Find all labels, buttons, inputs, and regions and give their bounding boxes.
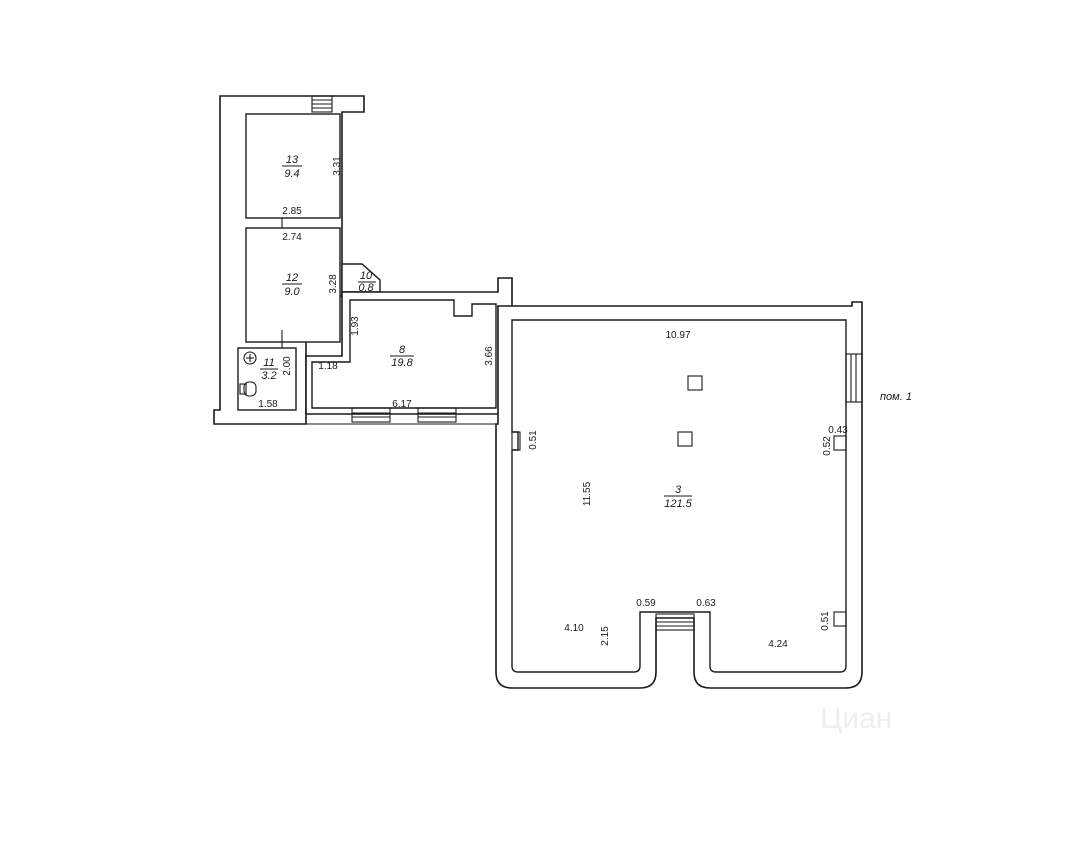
- pilaster-left: [511, 431, 521, 451]
- pilaster-upper-right: [833, 435, 847, 451]
- toilet-fixture: [243, 381, 257, 397]
- room-label-12: 12 9.0: [282, 272, 302, 298]
- room-number: 10: [360, 270, 373, 282]
- dim-11-height: 2.00: [282, 356, 293, 376]
- room-number: 8: [399, 344, 406, 356]
- sink-fixture: [243, 351, 257, 365]
- stair-top: [311, 95, 333, 113]
- dim-3-door-left: 0.59: [636, 598, 656, 609]
- room-area: 9.4: [284, 168, 299, 180]
- dim-3-bottom-left-width: 4.10: [564, 623, 584, 634]
- premises-label: пом. 1: [880, 391, 912, 403]
- room-8-window-left: [351, 407, 391, 423]
- watermark-text: Циан: [820, 702, 892, 735]
- room-8-window-right: [417, 407, 457, 423]
- dim-13-height: 3.31: [332, 156, 343, 176]
- dim-8-width: 6.17: [392, 399, 412, 410]
- room-area: 0.8: [358, 282, 374, 294]
- dim-3-right-pillar-w: 0.43: [828, 425, 848, 436]
- room-number: 13: [286, 154, 299, 166]
- dim-13-width: 2.85: [282, 206, 302, 217]
- dim-3-door-right: 0.63: [696, 598, 716, 609]
- pilaster-lower-right: [833, 611, 847, 627]
- dim-3-bottom-right-width: 4.24: [768, 639, 788, 650]
- room-area: 19.8: [391, 357, 413, 369]
- room-3-entrance-door: [655, 613, 695, 631]
- room-number: 12: [286, 272, 298, 284]
- room-12-outline: [245, 227, 341, 343]
- room-number: 11: [263, 357, 274, 369]
- room-area: 9.0: [284, 286, 300, 298]
- room-label-3: 3 121.5: [664, 484, 693, 510]
- room-area: 121.5: [664, 498, 692, 510]
- dim-3-right-pillar-h: 0.52: [822, 436, 833, 456]
- dim-3-left-height: 11.55: [582, 481, 593, 506]
- dim-11-width: 1.58: [258, 399, 278, 410]
- room-3-window-right: [845, 353, 863, 403]
- room-10-outline: [341, 263, 381, 293]
- dim-3-left-niche: 0.51: [528, 430, 539, 450]
- column-1: [687, 375, 703, 391]
- room-label-11: 11 3.2: [260, 357, 278, 382]
- room-8-outline: [311, 299, 497, 409]
- column-2: [677, 431, 693, 447]
- room-label-8: 8 19.8: [390, 344, 414, 369]
- room-label-13: 13 9.4: [282, 154, 302, 180]
- dim-8-right-height: 3.66: [484, 346, 495, 366]
- dim-12-width: 2.74: [282, 232, 302, 243]
- room-area: 3.2: [261, 370, 276, 382]
- room-label-10: 10 0.8: [358, 270, 376, 294]
- dim-8-left-height: 1.93: [350, 316, 361, 336]
- dim-3-bottom-left-height: 2.15: [600, 626, 611, 646]
- room-number: 3: [675, 484, 682, 496]
- dim-3-right-low-pillar-h: 0.51: [820, 611, 831, 631]
- dim-8-step: 1.18: [318, 361, 338, 372]
- dim-12-height: 3.28: [328, 274, 339, 294]
- dim-3-top-width: 10.97: [665, 330, 690, 341]
